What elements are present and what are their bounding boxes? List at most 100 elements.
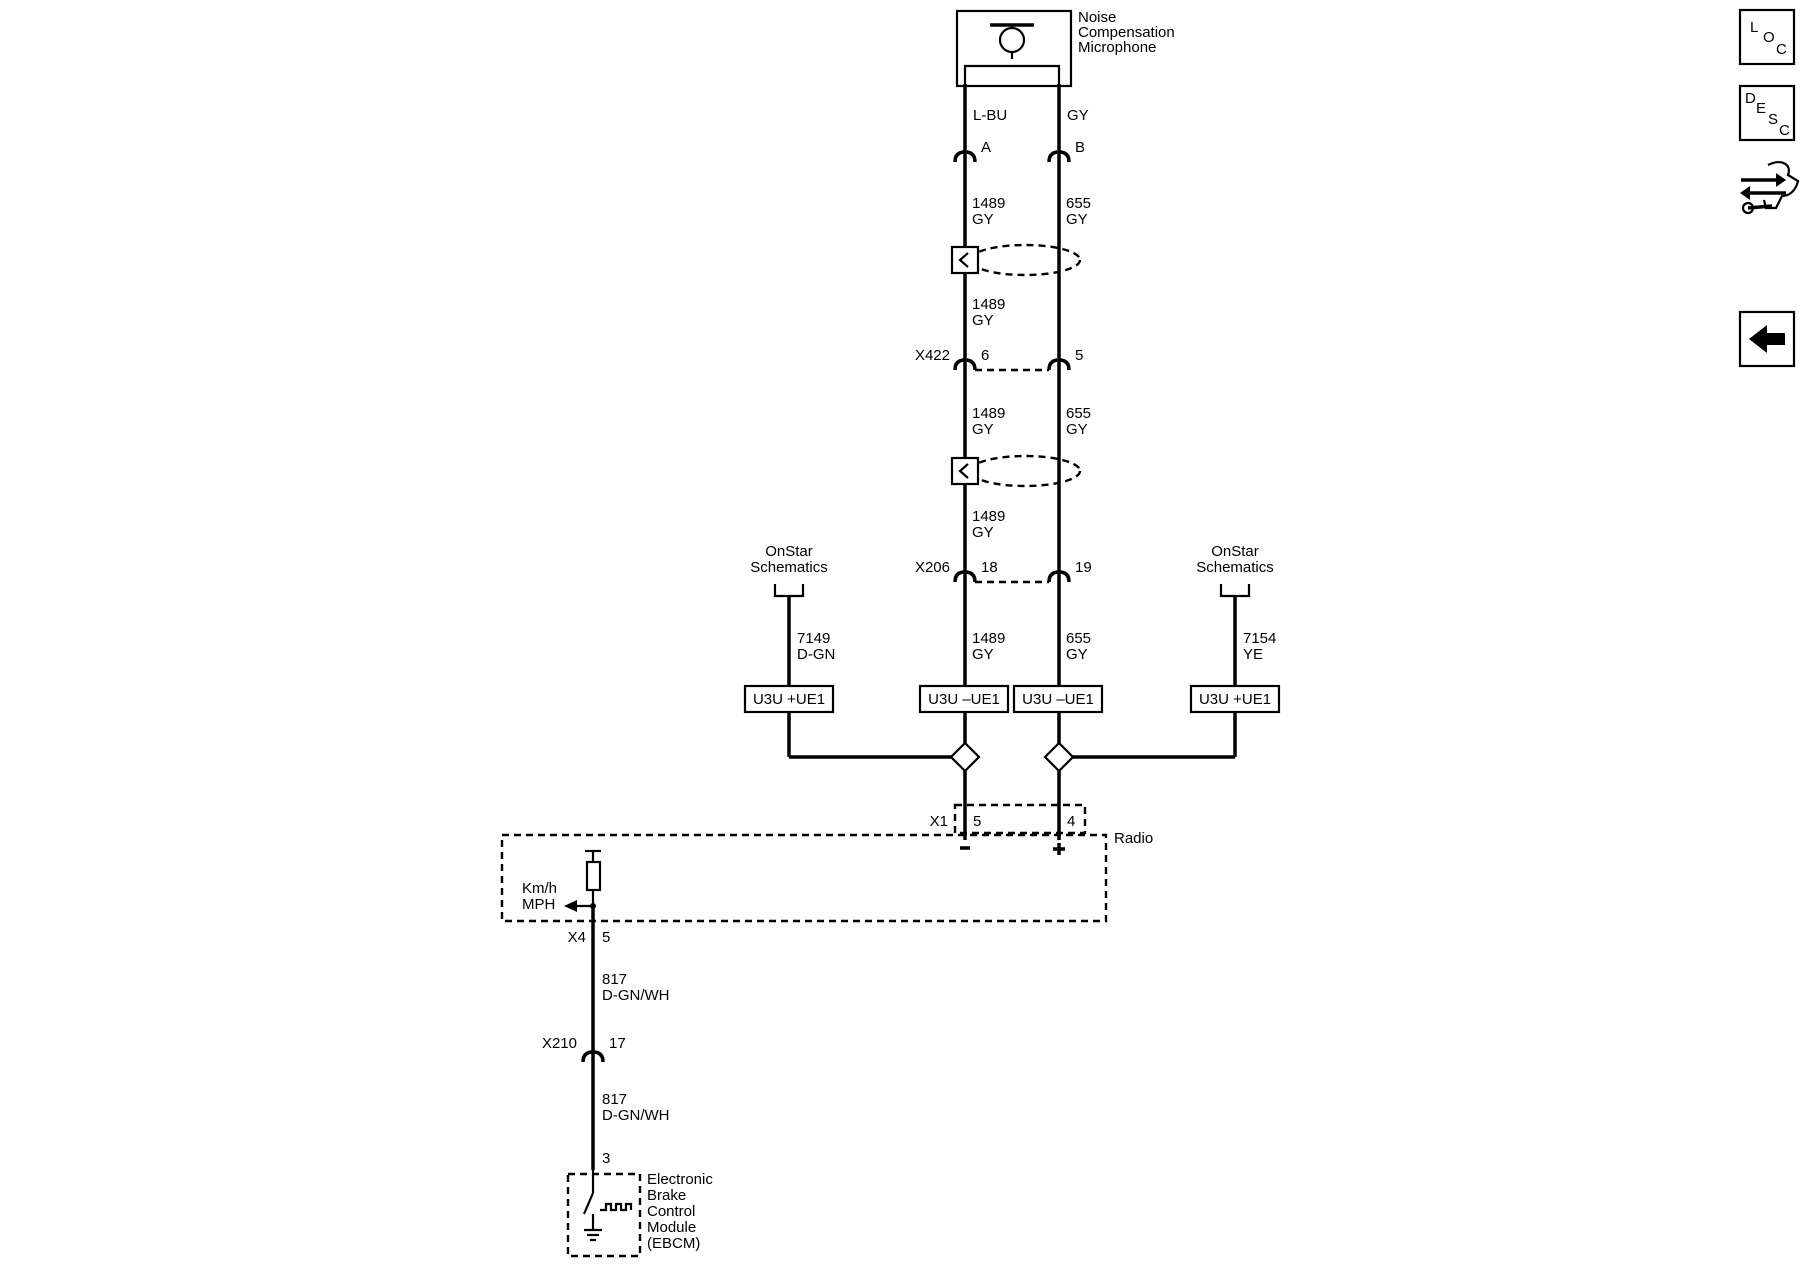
microphone-box [955,9,1073,88]
shield-drain-1 [950,245,980,275]
x1-pin-right: 4 [1067,813,1075,830]
pin-a-color: L-BU [973,107,1007,124]
mic-connector: A B [953,139,1085,163]
circuit-left-color-4: GY [972,524,994,541]
circuit-right-number-5: 655 [1066,630,1091,647]
microphone-icon [998,26,1026,54]
desc-letter-2: E [1756,100,1766,117]
x4-pin: 5 [602,929,610,946]
speed-circuit: X4 5 817 D-GN/WH X210 17 817 D-GN/WH 3 [542,906,670,1170]
mic-pin-b: B [1075,139,1085,156]
option-label-1: U3U +UE1 [753,691,825,708]
mic-connector-b [1047,150,1071,163]
ebcm-module: Electronic Brake Control Module (EBCM) [566,1170,713,1258]
ebcm-name-2: Brake [647,1187,686,1204]
mic-pin-a: A [981,139,991,156]
circuit-left-number-3: 1489 [972,405,1005,422]
shield-1 [950,243,1082,277]
ebcm-box [566,1172,642,1258]
x1-name: X1 [930,813,948,830]
splice-diamond-right [1043,741,1075,773]
onstar-left: OnStar Schematics 7149 D-GN [750,543,952,759]
onstar-right: OnStar Schematics 7154 YE [1072,543,1276,759]
x422-pin-left: 6 [981,347,989,364]
option-label-3: U3U –UE1 [1022,691,1094,708]
microphone-inner-frame [963,64,1061,84]
speed-arrow [564,900,577,912]
onstar-right-bracket [1219,584,1251,598]
circuit-right-color-3: GY [1066,421,1088,438]
onstar-right-circuit: 7154 [1243,630,1276,647]
speed-circuit-color-2: D-GN/WH [602,1107,670,1124]
circuit-left-number-1: 1489 [972,195,1005,212]
speed-circuit-number-1: 817 [602,971,627,988]
x210-connector [581,1050,605,1063]
microphone-name-3: Microphone [1078,39,1156,56]
arrow-left-icon [1749,325,1785,353]
circuit-right-color-1: GY [1066,211,1088,228]
onstar-right-color: YE [1243,646,1263,663]
loc-button[interactable]: L O C [1738,8,1796,66]
noise-compensation-microphone: Noise Compensation Microphone [955,9,1175,88]
option-boxes: U3U +UE1 U3U –UE1 U3U –UE1 U3U +UE1 [743,684,1281,714]
shield-2 [950,454,1082,488]
option-box-4 [1189,684,1281,714]
x210-name: X210 [542,1035,577,1052]
circuit-left-color-3: GY [972,421,994,438]
circuit-left-number-5: 1489 [972,630,1005,647]
option-label-2: U3U –UE1 [928,691,1000,708]
circuit-left-color-2: GY [972,312,994,329]
circuit-left-number-4: 1489 [972,508,1005,525]
x210-pin: 17 [609,1035,626,1052]
desc-button[interactable]: D E S C [1738,84,1796,142]
onstar-left-circuit: 7149 [797,630,830,647]
option-label-4: U3U +UE1 [1199,691,1271,708]
x422-pin-right: 5 [1075,347,1083,364]
loc-letter-1: L [1750,19,1758,36]
ebcm-name-5: (EBCM) [647,1235,700,1252]
option-box-1 [743,684,835,714]
ebcm-name-4: Module [647,1219,696,1236]
x4-name: X4 [568,929,586,946]
microphone-name-1: Noise [1078,9,1116,26]
option-box-2 [918,684,1010,714]
square-wave-icon [600,1202,633,1212]
back-button[interactable] [1738,310,1796,368]
ebcm-name-1: Electronic [647,1171,713,1188]
shield-ellipse-1 [968,243,1082,277]
x1-connector-box [953,803,1087,835]
microphone-name-2: Compensation [1078,24,1175,41]
option-box-3 [1012,684,1104,714]
onstar-left-line-2: Schematics [750,559,828,576]
onstar-right-line-1: OnStar [1211,543,1259,560]
loc-letter-3: C [1776,41,1787,58]
circuit-right-number-1: 655 [1066,195,1091,212]
onstar-right-line-2: Schematics [1196,559,1274,576]
speed-circuit-number-2: 817 [602,1091,627,1108]
circuit-left-color-1: GY [972,211,994,228]
wrench-and-arrows-icon[interactable] [1740,161,1800,215]
radio-module: X1 5 4 Radio Km/h MPH [500,803,1153,923]
circuit-left-number-2: 1489 [972,296,1005,313]
radio-box [500,833,1108,923]
speed-resistor [585,860,602,892]
x206-name: X206 [915,559,950,576]
x1-pin-left: 5 [973,813,981,830]
ebcm-name-3: Control [647,1203,695,1220]
onstar-left-bracket [773,584,805,598]
ebcm-switch [582,1192,595,1215]
speed-label-2: MPH [522,896,555,913]
connector-x422: X422 6 5 [915,347,1083,372]
ebcm-pin: 3 [602,1150,610,1167]
circuit-left-color-5: GY [972,646,994,663]
speed-circuit-color-1: D-GN/WH [602,987,670,1004]
connector-x206: X206 18 19 [915,559,1092,584]
pin-b-color: GY [1067,107,1089,124]
shield-ellipse-2 [968,454,1082,488]
shield-drain-2 [950,456,980,486]
loc-letter-2: O [1763,29,1775,46]
onstar-left-line-1: OnStar [765,543,813,560]
x206-pin-left: 18 [981,559,998,576]
desc-letter-4: C [1779,122,1790,139]
